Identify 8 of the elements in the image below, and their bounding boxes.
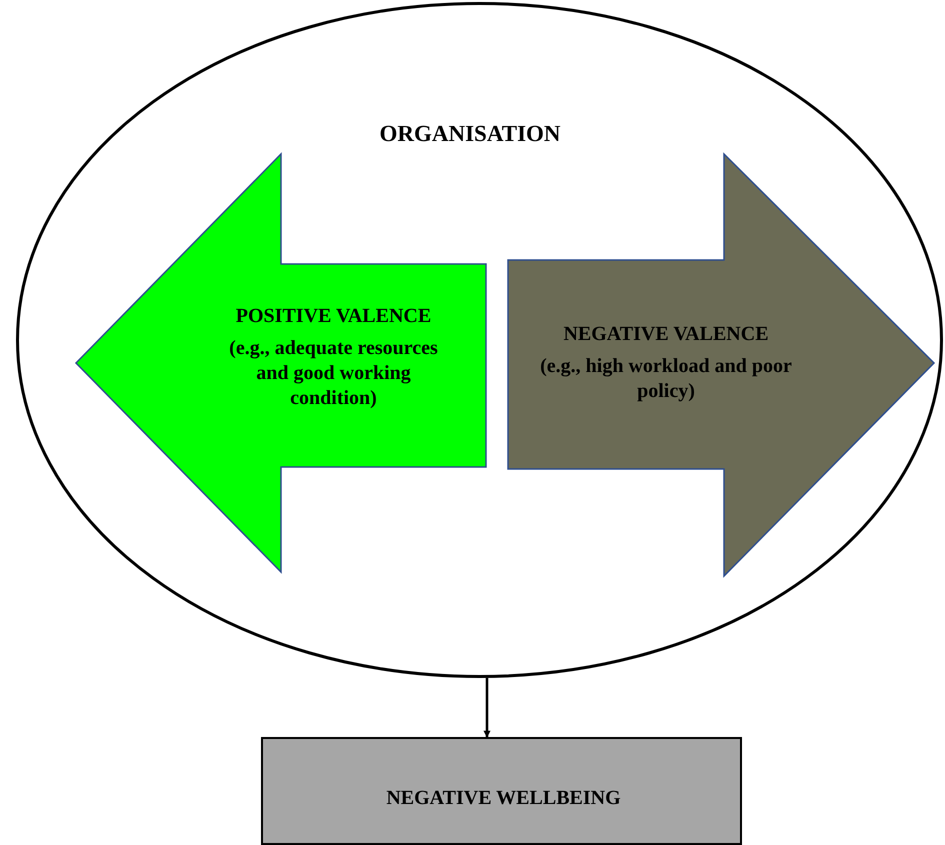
arrow-heading: POSITIVE VALENCE [234, 304, 432, 329]
box-label: NEGATIVE WELLBEING [385, 786, 622, 811]
outcome-box [261, 737, 742, 845]
arrow-description: (e.g., adequate resources and good working condition) [228, 336, 439, 411]
arrow-description: (e.g., high workload and poor policy) [539, 354, 793, 404]
ellipse-heading: ORGANISATION [378, 120, 562, 148]
arrow-heading: NEGATIVE VALENCE [562, 322, 770, 347]
arrow [484, 678, 490, 738]
